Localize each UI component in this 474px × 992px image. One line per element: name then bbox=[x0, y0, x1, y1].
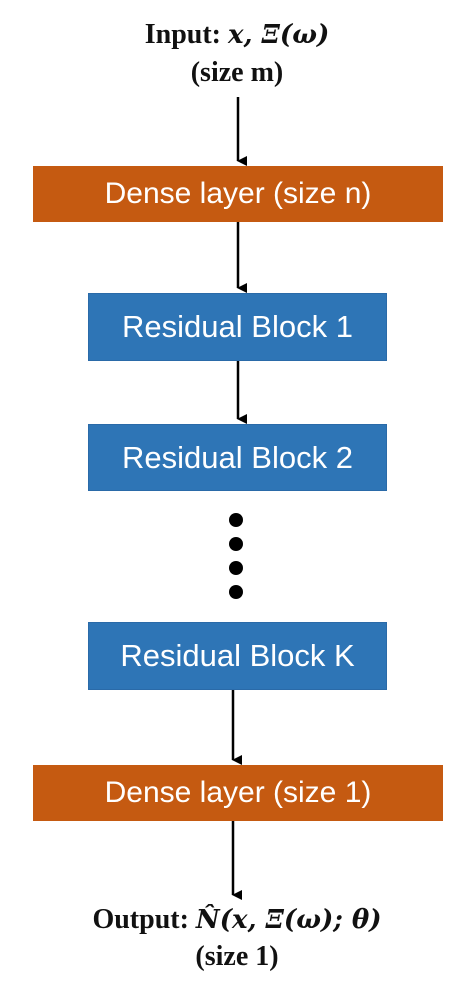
output-math: N̂(x, Ξ(ω); θ) bbox=[195, 905, 382, 935]
input-size-label: (size m) bbox=[190, 57, 284, 88]
ellipsis-dot bbox=[229, 513, 243, 527]
output-size-label: (size 1) bbox=[195, 941, 279, 972]
dense-layer-bottom: Dense layer (size 1) bbox=[33, 765, 443, 821]
residual-block-2: Residual Block 2 bbox=[88, 424, 387, 491]
output-label: Output: N̂(x, Ξ(ω); θ) bbox=[0, 903, 474, 937]
output-prefix: Output: bbox=[92, 904, 196, 935]
residual-block-k: Residual Block K bbox=[88, 622, 387, 690]
input-math: x, Ξ(ω) bbox=[228, 20, 330, 50]
input-prefix: Input: bbox=[144, 19, 228, 50]
ellipsis-dot bbox=[229, 537, 243, 551]
ellipsis-dot bbox=[229, 585, 243, 599]
residual-block-1: Residual Block 1 bbox=[88, 293, 387, 361]
ellipsis-dot bbox=[229, 561, 243, 575]
input-label: Input: x, Ξ(ω) bbox=[0, 18, 474, 52]
dense-layer-top: Dense layer (size n) bbox=[33, 166, 443, 222]
